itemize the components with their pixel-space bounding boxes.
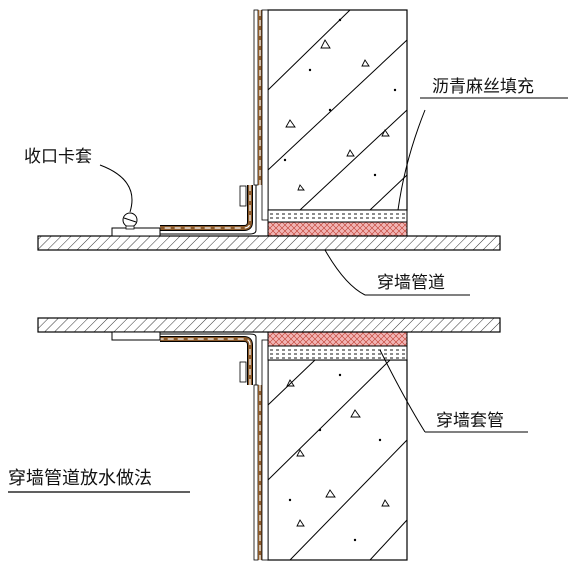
collar-clamp-upper — [111, 212, 161, 237]
label-wall-sleeve: 穿墙套管 — [436, 411, 504, 431]
leader-lines — [99, 97, 568, 433]
wall-pipe-lower — [37, 317, 501, 333]
sleeve-lower — [267, 331, 408, 361]
concrete-wall-upper — [267, 9, 408, 211]
pipe-membrane-lower — [160, 333, 257, 385]
collar-clamp-lower — [111, 331, 161, 341]
wall-pipe-upper — [37, 235, 501, 251]
concrete-wall-lower — [267, 359, 408, 561]
label-asphalt-fill: 沥青麻丝填充 — [432, 77, 534, 97]
sleeve-upper — [267, 209, 408, 237]
page-title: 穿墙管道放水做法 — [8, 468, 152, 489]
label-collar-clamp: 收口卡套 — [24, 147, 92, 167]
label-wall-pipe: 穿墙管道 — [377, 273, 445, 293]
diagram-title: 穿墙管道放水做法 — [8, 468, 190, 493]
pipe-membrane-upper — [160, 185, 257, 235]
